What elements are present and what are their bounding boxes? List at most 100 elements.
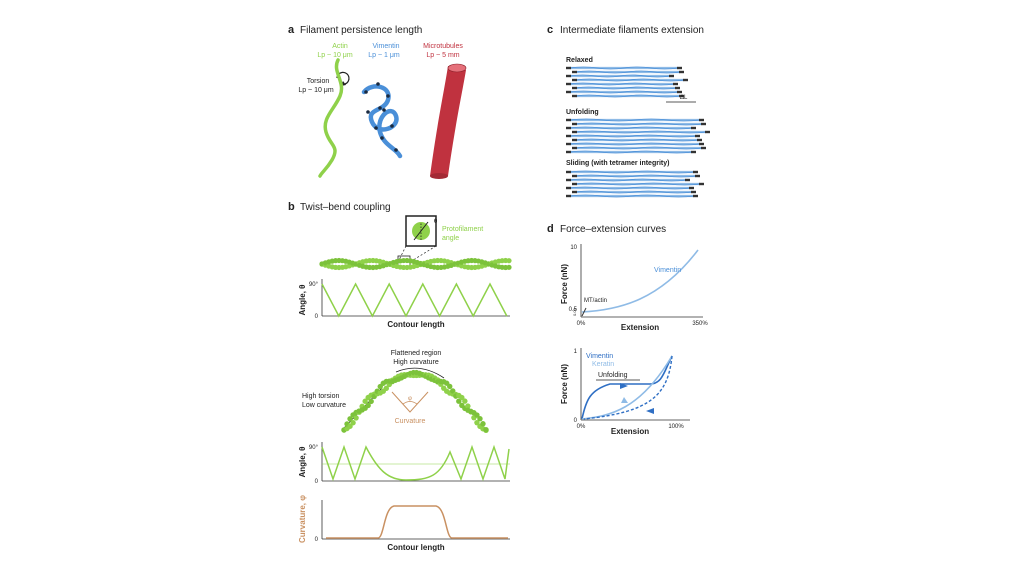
vimentin-name: Vimentin <box>372 43 399 50</box>
curvature-label: Curvature <box>395 418 426 425</box>
actin-bead <box>506 258 512 264</box>
vimentin-curve-top <box>581 249 699 313</box>
filament-coil <box>569 82 675 86</box>
tick-90-b: 90° <box>309 445 319 451</box>
top-xtick-0: 0% <box>577 321 586 327</box>
vimentin-bead <box>380 136 384 140</box>
filament-head <box>572 130 577 134</box>
actin-bead <box>462 398 468 404</box>
panel-a-title: Filament persistence length <box>300 25 422 36</box>
keratin-loading-curve <box>581 355 673 420</box>
panel-d: d Force–extension curves 10 0.5 0.05 0% … <box>547 223 708 436</box>
actin-bead <box>456 398 462 404</box>
actin-bead <box>459 394 465 401</box>
filament-coil <box>569 186 691 190</box>
filament-head <box>572 182 577 186</box>
bottom-ylabel: Force (nN) <box>560 364 569 404</box>
actin-bead <box>447 383 453 390</box>
filament-coil <box>569 194 695 198</box>
tick-0-c: 0 <box>315 537 319 543</box>
filament-head <box>566 134 571 138</box>
angle-plot-1: 90° 0 Angle, θ Contour length <box>298 279 510 329</box>
filament-tail <box>691 190 696 194</box>
actin-filament <box>318 58 344 178</box>
microtubule-tube <box>430 63 467 179</box>
vimentin-bead <box>394 148 398 152</box>
panel-c-title: Intermediate filaments extension <box>560 25 704 36</box>
filament-coil <box>569 142 701 146</box>
unfolding-label: Unfolding <box>566 109 599 116</box>
mt-actin-label: MT/actin <box>584 298 607 304</box>
high-torsion-label: High torsion <box>302 393 339 400</box>
phi-symbol: φ <box>408 396 412 402</box>
curvature-plot: 0 Curvature, φ Contour length <box>298 495 510 552</box>
actin-bead <box>480 421 486 427</box>
if-unfolding-bundle <box>566 118 710 154</box>
filament-coil <box>575 94 681 98</box>
angle-zigzag-2 <box>321 444 510 482</box>
actin-bead <box>383 385 389 392</box>
vimentin-bead <box>364 90 368 94</box>
bottom-ytick-1: 1 <box>574 349 578 355</box>
contour-length-label-2: Contour length <box>387 543 444 552</box>
panel-c: c Intermediate filaments extension Relax… <box>547 24 710 198</box>
filament-coil <box>569 118 701 122</box>
angle-axis-label-2: Angle, θ <box>298 447 307 478</box>
filament-coil <box>569 170 695 174</box>
actin-bead <box>474 412 480 418</box>
angle-plot-2: 90° 0 Angle, θ <box>298 442 510 485</box>
unloading-arrow <box>646 408 654 414</box>
actin-bead <box>365 402 371 409</box>
vimentin-bead <box>378 106 382 110</box>
bottom-vimentin-label: Vimentin <box>586 353 613 360</box>
panel-c-letter: c <box>547 24 553 36</box>
panel-b-title: Twist–bend coupling <box>300 202 391 213</box>
bottom-ytick-0: 0 <box>574 418 578 424</box>
force-plot-top: 10 0.5 0.05 0% 350% Extension Force (nN)… <box>560 244 708 332</box>
microtubules-lp: Lp ~ 5 mm <box>426 52 459 59</box>
filament-tail <box>699 118 704 122</box>
filament-head <box>572 94 577 98</box>
bottom-xtick-0: 0% <box>577 424 586 430</box>
filament-head <box>566 170 571 174</box>
panel-b-letter: b <box>288 201 295 213</box>
filament-tail <box>701 122 706 126</box>
filament-tail <box>701 146 706 150</box>
filament-tail <box>695 134 700 138</box>
filament-head <box>566 194 571 198</box>
filament-coil <box>569 150 693 154</box>
microtubules-name: Microtubules <box>423 43 463 50</box>
high-curvature-label: High curvature <box>393 359 439 366</box>
tick-90-a: 90° <box>309 282 319 288</box>
unloading-curve <box>583 355 673 420</box>
actin-bead <box>353 415 359 421</box>
filament-head <box>572 190 577 194</box>
actin-bead <box>347 416 353 422</box>
if-sliding-bundle <box>566 170 704 198</box>
protofilament-label-2: angle <box>442 235 459 242</box>
filament-tail <box>677 66 682 70</box>
filament-coil <box>575 182 701 186</box>
filament-tail <box>669 74 674 78</box>
bent-actin-helix <box>341 369 489 433</box>
filament-tail <box>679 70 684 74</box>
actin-lp: Lp ~ 10 μm <box>317 52 353 59</box>
top-xtick-350: 350% <box>692 321 708 327</box>
panel-d-title: Force–extension curves <box>560 224 666 235</box>
filament-head <box>572 138 577 142</box>
if-relaxed-bundle <box>566 66 688 98</box>
curvature-profile <box>326 505 508 539</box>
filament-tail <box>693 170 698 174</box>
filament-coil <box>569 134 697 138</box>
filament-head <box>572 86 577 90</box>
filament-head <box>566 178 571 182</box>
top-xlabel: Extension <box>621 323 659 332</box>
filament-tail <box>699 142 704 146</box>
panel-d-letter: d <box>547 223 554 235</box>
filament-coil <box>569 126 693 130</box>
filament-tail <box>691 126 696 130</box>
vimentin-bead <box>382 108 386 112</box>
filament-head <box>566 90 571 94</box>
filament-coil <box>569 178 687 182</box>
filament-head <box>566 142 571 146</box>
